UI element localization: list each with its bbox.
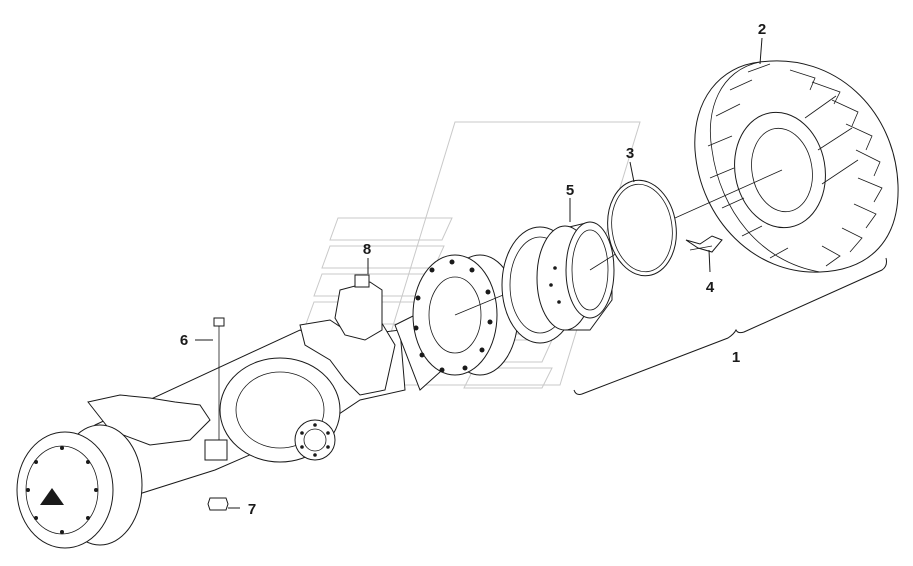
callout-3: 3: [626, 145, 634, 162]
part-3-o-ring: [607, 179, 677, 277]
callout-5: 5: [566, 182, 574, 199]
callout-4: 4: [706, 279, 715, 296]
part-6-bolt: [213, 317, 225, 440]
part-4-valve: [685, 235, 723, 253]
part-2-tire: [674, 60, 899, 273]
part-7-nut: [207, 497, 229, 511]
callout-2: 2: [758, 21, 766, 38]
callout-8: 8: [363, 241, 371, 258]
part-8-bracket: [334, 274, 383, 341]
left-wheel-hub: [16, 424, 143, 549]
callout-labels: 1 2 3 4 5 6 7 8: [180, 21, 766, 518]
part-5-rim: [536, 221, 639, 331]
callout-6: 6: [180, 332, 188, 349]
leader-lines: [195, 37, 887, 509]
callout-1: 1: [732, 349, 740, 366]
callout-7: 7: [248, 501, 256, 518]
right-planetary-hub: [394, 254, 521, 391]
